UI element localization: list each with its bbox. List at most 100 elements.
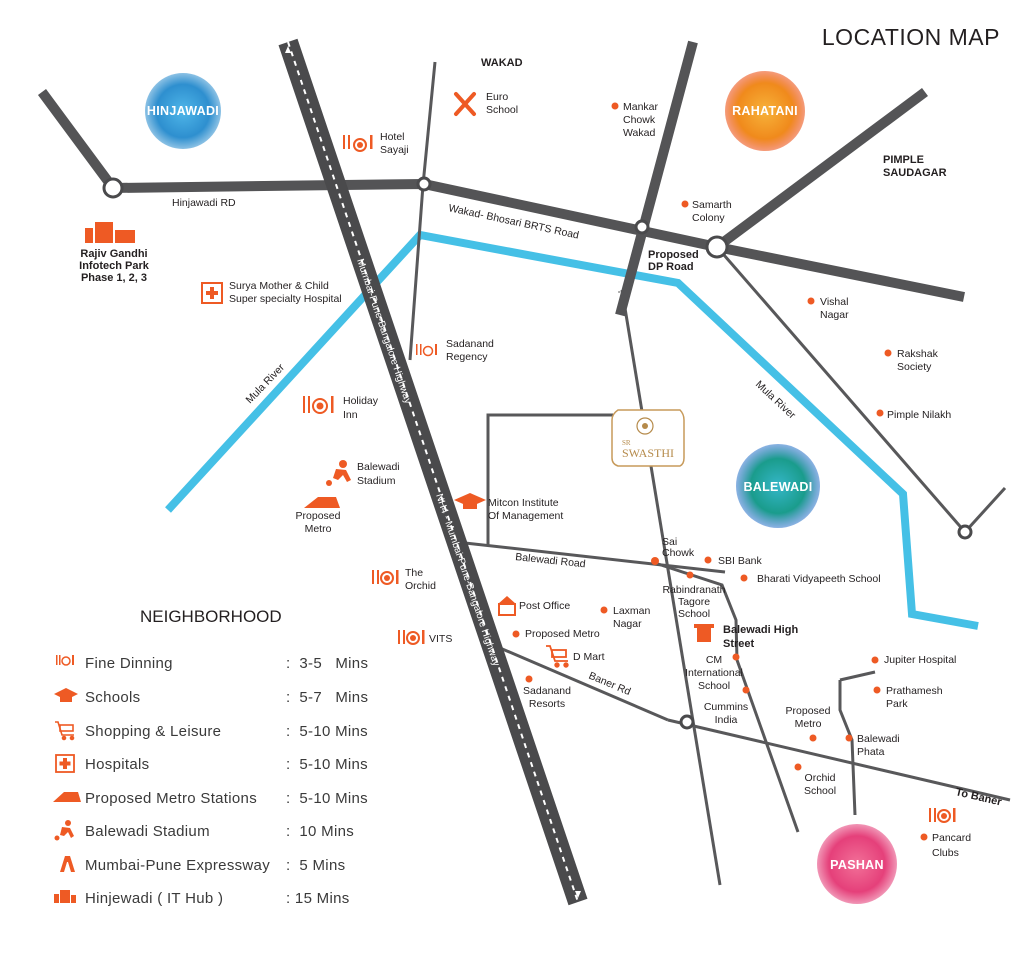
balewadi-stadium-label-2: Stadium <box>357 475 396 487</box>
neighborhood-item-label: Balewadi Stadium <box>85 823 210 840</box>
dining-icon <box>303 396 334 414</box>
stadium-icon <box>54 820 74 841</box>
neighborhood-item-label: Hinjewadi ( IT Hub ) <box>85 890 223 907</box>
prathamesh-label-2: Park <box>886 698 908 710</box>
dining-icon <box>416 344 437 357</box>
rajiv-label-3: Phase 1, 2, 3 <box>81 272 147 284</box>
neighborhood-item-label: Mumbai-Pune Expressway <box>85 857 270 874</box>
dining-icon <box>343 135 373 152</box>
mitcon-label-2: Of Management <box>488 510 563 522</box>
school-icon <box>454 493 486 509</box>
pancard-clubs-label-1: Pancard <box>932 832 971 844</box>
sbi-bank-label: SBI Bank <box>718 555 763 567</box>
rabindranath-label-1: Rabindranath <box>662 584 725 596</box>
balewadi-high-street-icon <box>694 624 714 642</box>
bharati-label: Bharati Vidyapeeth School <box>757 573 881 585</box>
road-label-to-baner: To Baner <box>954 786 1003 808</box>
pancard-clubs-label-2: Clubs <box>932 847 959 859</box>
laxman-nagar-label-2: Nagar <box>613 618 642 630</box>
shopping-cart-icon <box>55 721 75 741</box>
fine-dining-icon <box>56 655 74 666</box>
region-wakad: WAKAD <box>481 57 523 69</box>
neighborhood-item-label: Proposed Metro Stations <box>85 790 257 807</box>
neighborhood-item-time: : 15 Mins <box>286 890 350 907</box>
sai-chowk-label-1: Sai <box>662 536 677 548</box>
area-rahatani: RAHATANI <box>725 71 805 151</box>
proposed-metro-right-label-1: Proposed <box>786 705 831 717</box>
hospital-icon <box>55 754 75 773</box>
stadium-icon <box>326 460 351 486</box>
ruler-pencil-icon <box>454 92 476 116</box>
rabindranath-label-2: Tagore <box>678 596 710 608</box>
holiday-inn-label-2: Inn <box>343 409 358 421</box>
neighborhood-item-time: : 5 Mins <box>286 857 345 874</box>
orchid-school-label-2: School <box>804 785 836 797</box>
landmark-dots <box>512 102 928 841</box>
area-hinjawadi-label: HINJAWADI <box>147 104 219 118</box>
samarth-label-2: Colony <box>692 212 725 224</box>
cm-school-label-1: CM <box>706 654 722 666</box>
the-orchid-label-2: Orchid <box>405 580 436 592</box>
shopping-cart-icon <box>546 645 569 668</box>
it-hub-icon <box>54 890 76 903</box>
project-logo-swasthi: SR SWASTHI <box>611 409 685 467</box>
cm-school-label-3: School <box>698 680 730 692</box>
cummins-label-2: India <box>715 714 738 726</box>
neighborhood-item-label: Fine Dinning <box>85 655 173 672</box>
hotel-sayaji-label-2: Sayaji <box>380 144 409 156</box>
neighborhood-title: NEIGHBORHOOD <box>140 607 282 626</box>
road-label-proposed-1: Proposed <box>648 249 699 261</box>
metro-icon <box>53 792 81 802</box>
d-mart-label: D Mart <box>573 651 605 663</box>
post-office-icon <box>498 596 516 616</box>
sai-chowk-label-2: Chowk <box>662 547 695 559</box>
hotel-sayaji-label-1: Hotel <box>380 131 405 143</box>
map-title: LOCATION MAP <box>822 24 1000 50</box>
dining-icon <box>929 808 956 823</box>
area-hinjawadi: HINJAWADI <box>145 73 221 149</box>
sadanand-resorts-label-1: Sadanand <box>523 685 571 697</box>
cm-school-label-2: International <box>685 667 743 679</box>
junctions <box>102 176 973 730</box>
minor-roads <box>408 61 1011 886</box>
dining-icon <box>372 570 399 585</box>
area-pashan-label: PASHAN <box>830 858 884 872</box>
the-orchid-label-1: The <box>405 567 423 579</box>
balewadi-phata-label-1: Balewadi <box>857 733 900 745</box>
pimple-nilakh-label: Pimple Nilakh <box>887 409 951 421</box>
road-label-hinjawadi: Hinjawadi RD <box>172 197 236 209</box>
surya-label-1: Surya Mother & Child <box>229 280 329 292</box>
area-balewadi: BALEWADI <box>736 444 820 528</box>
it-park-building-icon <box>85 222 135 243</box>
balewadi-phata-label-2: Phata <box>857 746 885 758</box>
road-label-proposed-2: DP Road <box>648 261 694 273</box>
school-icon <box>54 688 78 702</box>
proposed-metro-mid-label: Proposed Metro <box>525 628 600 640</box>
sadanand-resorts-label-2: Resorts <box>529 698 565 710</box>
euro-school-label-2: School <box>486 104 518 116</box>
holiday-inn-label-1: Holiday <box>343 395 379 407</box>
neighborhood-item-time: : 3-5 Mins <box>286 655 368 672</box>
surya-label-2: Super specialty Hospital <box>229 293 342 305</box>
neighborhood-item-label: Shopping & Leisure <box>85 723 221 740</box>
mitcon-label-1: Mitcon Institute <box>488 497 559 509</box>
orchid-school-label-1: Orchid <box>805 772 836 784</box>
hospital-icon <box>201 282 223 304</box>
neighborhood-item-time: : 5-10 Mins <box>286 723 368 740</box>
rajiv-label-1: Rajiv Gandhi <box>80 248 147 260</box>
sai-chowk-dot <box>651 557 659 565</box>
rakshak-label-2: Society <box>897 361 932 373</box>
neighborhood-item-label: Schools <box>85 689 140 706</box>
highway: Mumbai-Pune-Bangalore Highway NH4 - Mumb… <box>278 38 588 906</box>
post-office-label: Post Office <box>519 600 570 612</box>
area-pashan: PASHAN <box>817 824 897 904</box>
vishal-label-2: Nagar <box>820 309 849 321</box>
neighborhood-item-time: : 10 Mins <box>286 823 354 840</box>
balewadi-stadium-label-1: Balewadi <box>357 461 400 473</box>
prathamesh-label-1: Prathamesh <box>886 685 943 697</box>
balewadi-high-street-label-2: Street <box>723 638 755 650</box>
dining-icon <box>398 630 425 645</box>
mankar-label-1: Mankar <box>623 101 659 113</box>
rakshak-label-1: Rakshak <box>897 348 939 360</box>
samarth-label-1: Samarth <box>692 199 732 211</box>
